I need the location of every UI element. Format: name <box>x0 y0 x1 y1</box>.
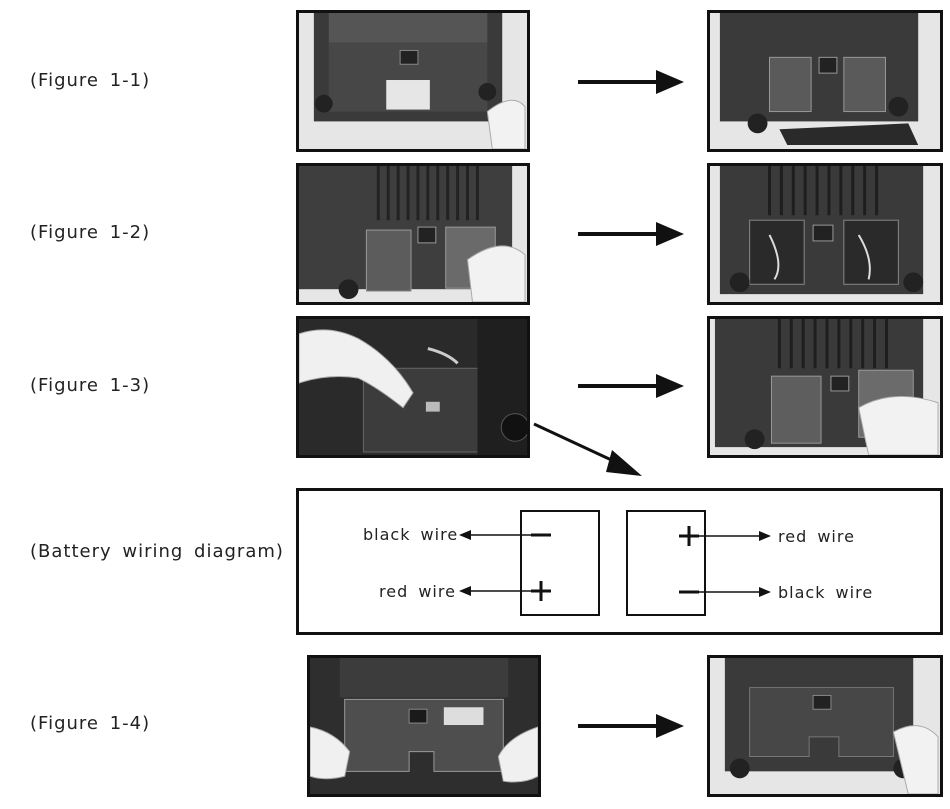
figure-1-3-arrow <box>578 374 684 398</box>
figure-1-1-photo-after <box>707 10 943 152</box>
right-bottom-wire-label: black wire <box>778 583 874 602</box>
left-top-wire-arrow <box>459 530 545 540</box>
figure-1-2-photo-before <box>296 163 530 305</box>
left-top-wire-label: black wire <box>363 525 459 544</box>
left-bottom-wire-label: red wire <box>379 582 456 601</box>
figure-1-2-arrow <box>578 222 684 246</box>
left-battery-box <box>520 510 600 616</box>
left-bottom-wire-arrow <box>459 586 535 596</box>
figure-1-2-label: (Figure 1-2) <box>30 222 151 243</box>
figure-1-1-label: (Figure 1-1) <box>30 70 151 91</box>
figure-1-4-photo-after <box>707 655 943 797</box>
wiring-diagram-graphics <box>459 510 771 616</box>
figure-1-1-photo-before <box>296 10 530 152</box>
diagram-pointer-arrow <box>533 422 642 476</box>
right-battery-box <box>626 510 706 616</box>
right-top-wire-arrow <box>691 531 771 541</box>
figure-1-4-photo-before <box>307 655 541 797</box>
right-top-wire-label: red wire <box>778 527 855 546</box>
battery-wiring-label: (Battery wiring diagram) <box>30 541 284 562</box>
figure-1-3-label: (Figure 1-3) <box>30 375 151 396</box>
battery-wiring-diagram: black wire red wire red wire black wire <box>296 488 943 635</box>
figure-1-4-arrow <box>578 714 684 738</box>
figure-1-2-photo-after <box>707 163 943 305</box>
figure-1-3-photo-before <box>296 316 530 458</box>
right-bottom-wire-arrow <box>699 587 771 597</box>
figure-1-1-arrow <box>578 70 684 94</box>
figure-1-4-label: (Figure 1-4) <box>30 713 151 734</box>
figure-1-3-photo-after <box>707 316 943 458</box>
